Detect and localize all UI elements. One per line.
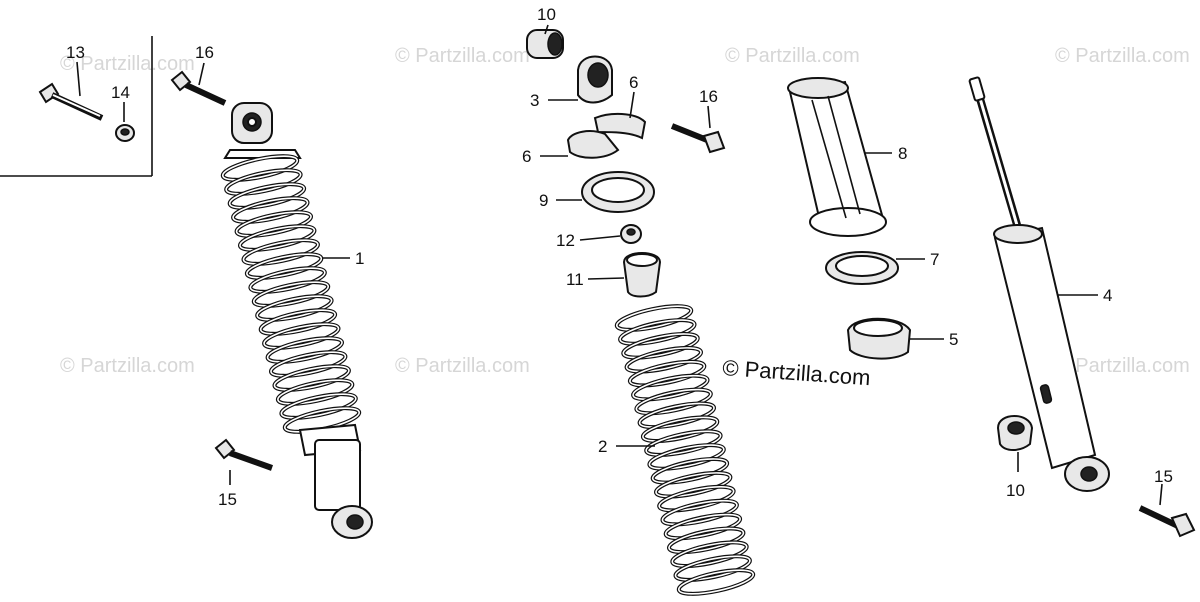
coil-turn xyxy=(642,416,719,442)
callout-7: 7 xyxy=(930,250,939,269)
callout-11: 11 xyxy=(566,270,584,289)
coil-turn xyxy=(270,351,347,377)
callout-16: 16 xyxy=(195,43,214,62)
copyright-text: © Partzilla.com xyxy=(722,355,872,390)
watermark: © Partzilla.com xyxy=(395,355,530,377)
coil-turn xyxy=(651,458,728,484)
coil-turn xyxy=(622,333,699,359)
coil-turn xyxy=(242,239,319,265)
leader-lines xyxy=(76,24,1163,506)
callout-5: 5 xyxy=(949,330,958,349)
bushing-3[interactable] xyxy=(577,55,613,104)
watermark: © Partzilla.com xyxy=(725,45,860,67)
coil-turn xyxy=(645,430,722,456)
callout-12: 12 xyxy=(556,231,575,250)
callout-16: 16 xyxy=(699,87,718,106)
damper-4[interactable] xyxy=(968,76,1110,492)
coil-turn xyxy=(668,527,745,553)
coil-turn xyxy=(677,569,755,595)
bolt-15-left[interactable] xyxy=(214,438,274,471)
coil-turn xyxy=(235,211,312,237)
inset-frame xyxy=(0,36,153,177)
coil-turn xyxy=(273,365,350,391)
coil-turn xyxy=(259,309,336,335)
callout-10: 10 xyxy=(537,5,556,24)
bolt-15-right[interactable] xyxy=(1138,505,1196,538)
watermark: © Partzilla.com xyxy=(1055,355,1190,377)
bolt-16-left[interactable] xyxy=(170,70,227,106)
coil-turn xyxy=(225,169,302,195)
callout-9: 9 xyxy=(539,191,548,210)
spring-seat-9[interactable] xyxy=(581,171,655,213)
coil-turn xyxy=(629,360,706,387)
coil-turn xyxy=(280,393,357,419)
coil-turn xyxy=(625,347,702,373)
rear-shock-assembly-1[interactable] xyxy=(220,102,373,539)
callout-1: 1 xyxy=(355,249,364,268)
coil-turn xyxy=(671,541,748,567)
rubber-stopper-11[interactable] xyxy=(622,252,662,298)
coil-turn xyxy=(266,337,343,363)
coil-turn xyxy=(664,513,741,540)
coil-turn xyxy=(635,388,712,415)
watermark: © Partzilla.com xyxy=(60,53,195,75)
coil-turn xyxy=(648,444,725,470)
watermark: © Partzilla.com xyxy=(395,45,530,67)
callout-2: 2 xyxy=(598,437,607,456)
coil-turn xyxy=(655,472,732,498)
collar-10-top[interactable] xyxy=(526,29,564,59)
coil-turn xyxy=(228,183,305,209)
coil-turn xyxy=(232,197,309,223)
coil-turn xyxy=(239,225,316,251)
nut-14[interactable] xyxy=(115,124,135,142)
callout-15: 15 xyxy=(1154,467,1173,486)
spring-2[interactable] xyxy=(614,301,756,598)
coil-turn xyxy=(658,485,735,512)
coil-turn xyxy=(615,305,693,331)
washer-7[interactable] xyxy=(825,251,899,285)
coil-turn xyxy=(263,323,340,349)
watermark: © Partzilla.com xyxy=(60,355,195,377)
callout-8: 8 xyxy=(898,144,907,163)
spring-seat-stopper-6-lower[interactable] xyxy=(566,130,620,159)
collar-10-right[interactable] xyxy=(996,415,1034,451)
spring-cover-8[interactable] xyxy=(787,77,887,237)
spring-clip-5[interactable] xyxy=(846,317,912,360)
coil-turn xyxy=(277,379,354,405)
coil-turn xyxy=(256,295,333,321)
callout-6: 6 xyxy=(522,147,531,166)
callout-14: 14 xyxy=(111,83,130,102)
bolt-13[interactable] xyxy=(38,82,104,121)
nut-12[interactable] xyxy=(620,224,642,244)
bolt-16-center[interactable] xyxy=(670,123,726,154)
callout-3: 3 xyxy=(530,91,539,110)
coil-turn xyxy=(252,281,330,307)
coil-turn xyxy=(619,319,696,345)
callout-15: 15 xyxy=(218,490,237,509)
callout-13: 13 xyxy=(66,43,85,62)
coil-turn xyxy=(632,374,709,401)
callout-10: 10 xyxy=(1006,481,1025,500)
callout-4: 4 xyxy=(1103,286,1112,305)
watermark: © Partzilla.com xyxy=(1055,45,1190,67)
spring-seat-stopper-6-upper[interactable] xyxy=(593,112,647,140)
coil-turn xyxy=(661,499,738,526)
callout-6: 6 xyxy=(629,73,638,92)
coil-turn xyxy=(674,555,751,581)
coil-turn xyxy=(221,155,299,181)
coil-turn xyxy=(249,267,326,293)
coil-turn xyxy=(246,253,323,279)
coil-turn xyxy=(638,402,715,428)
